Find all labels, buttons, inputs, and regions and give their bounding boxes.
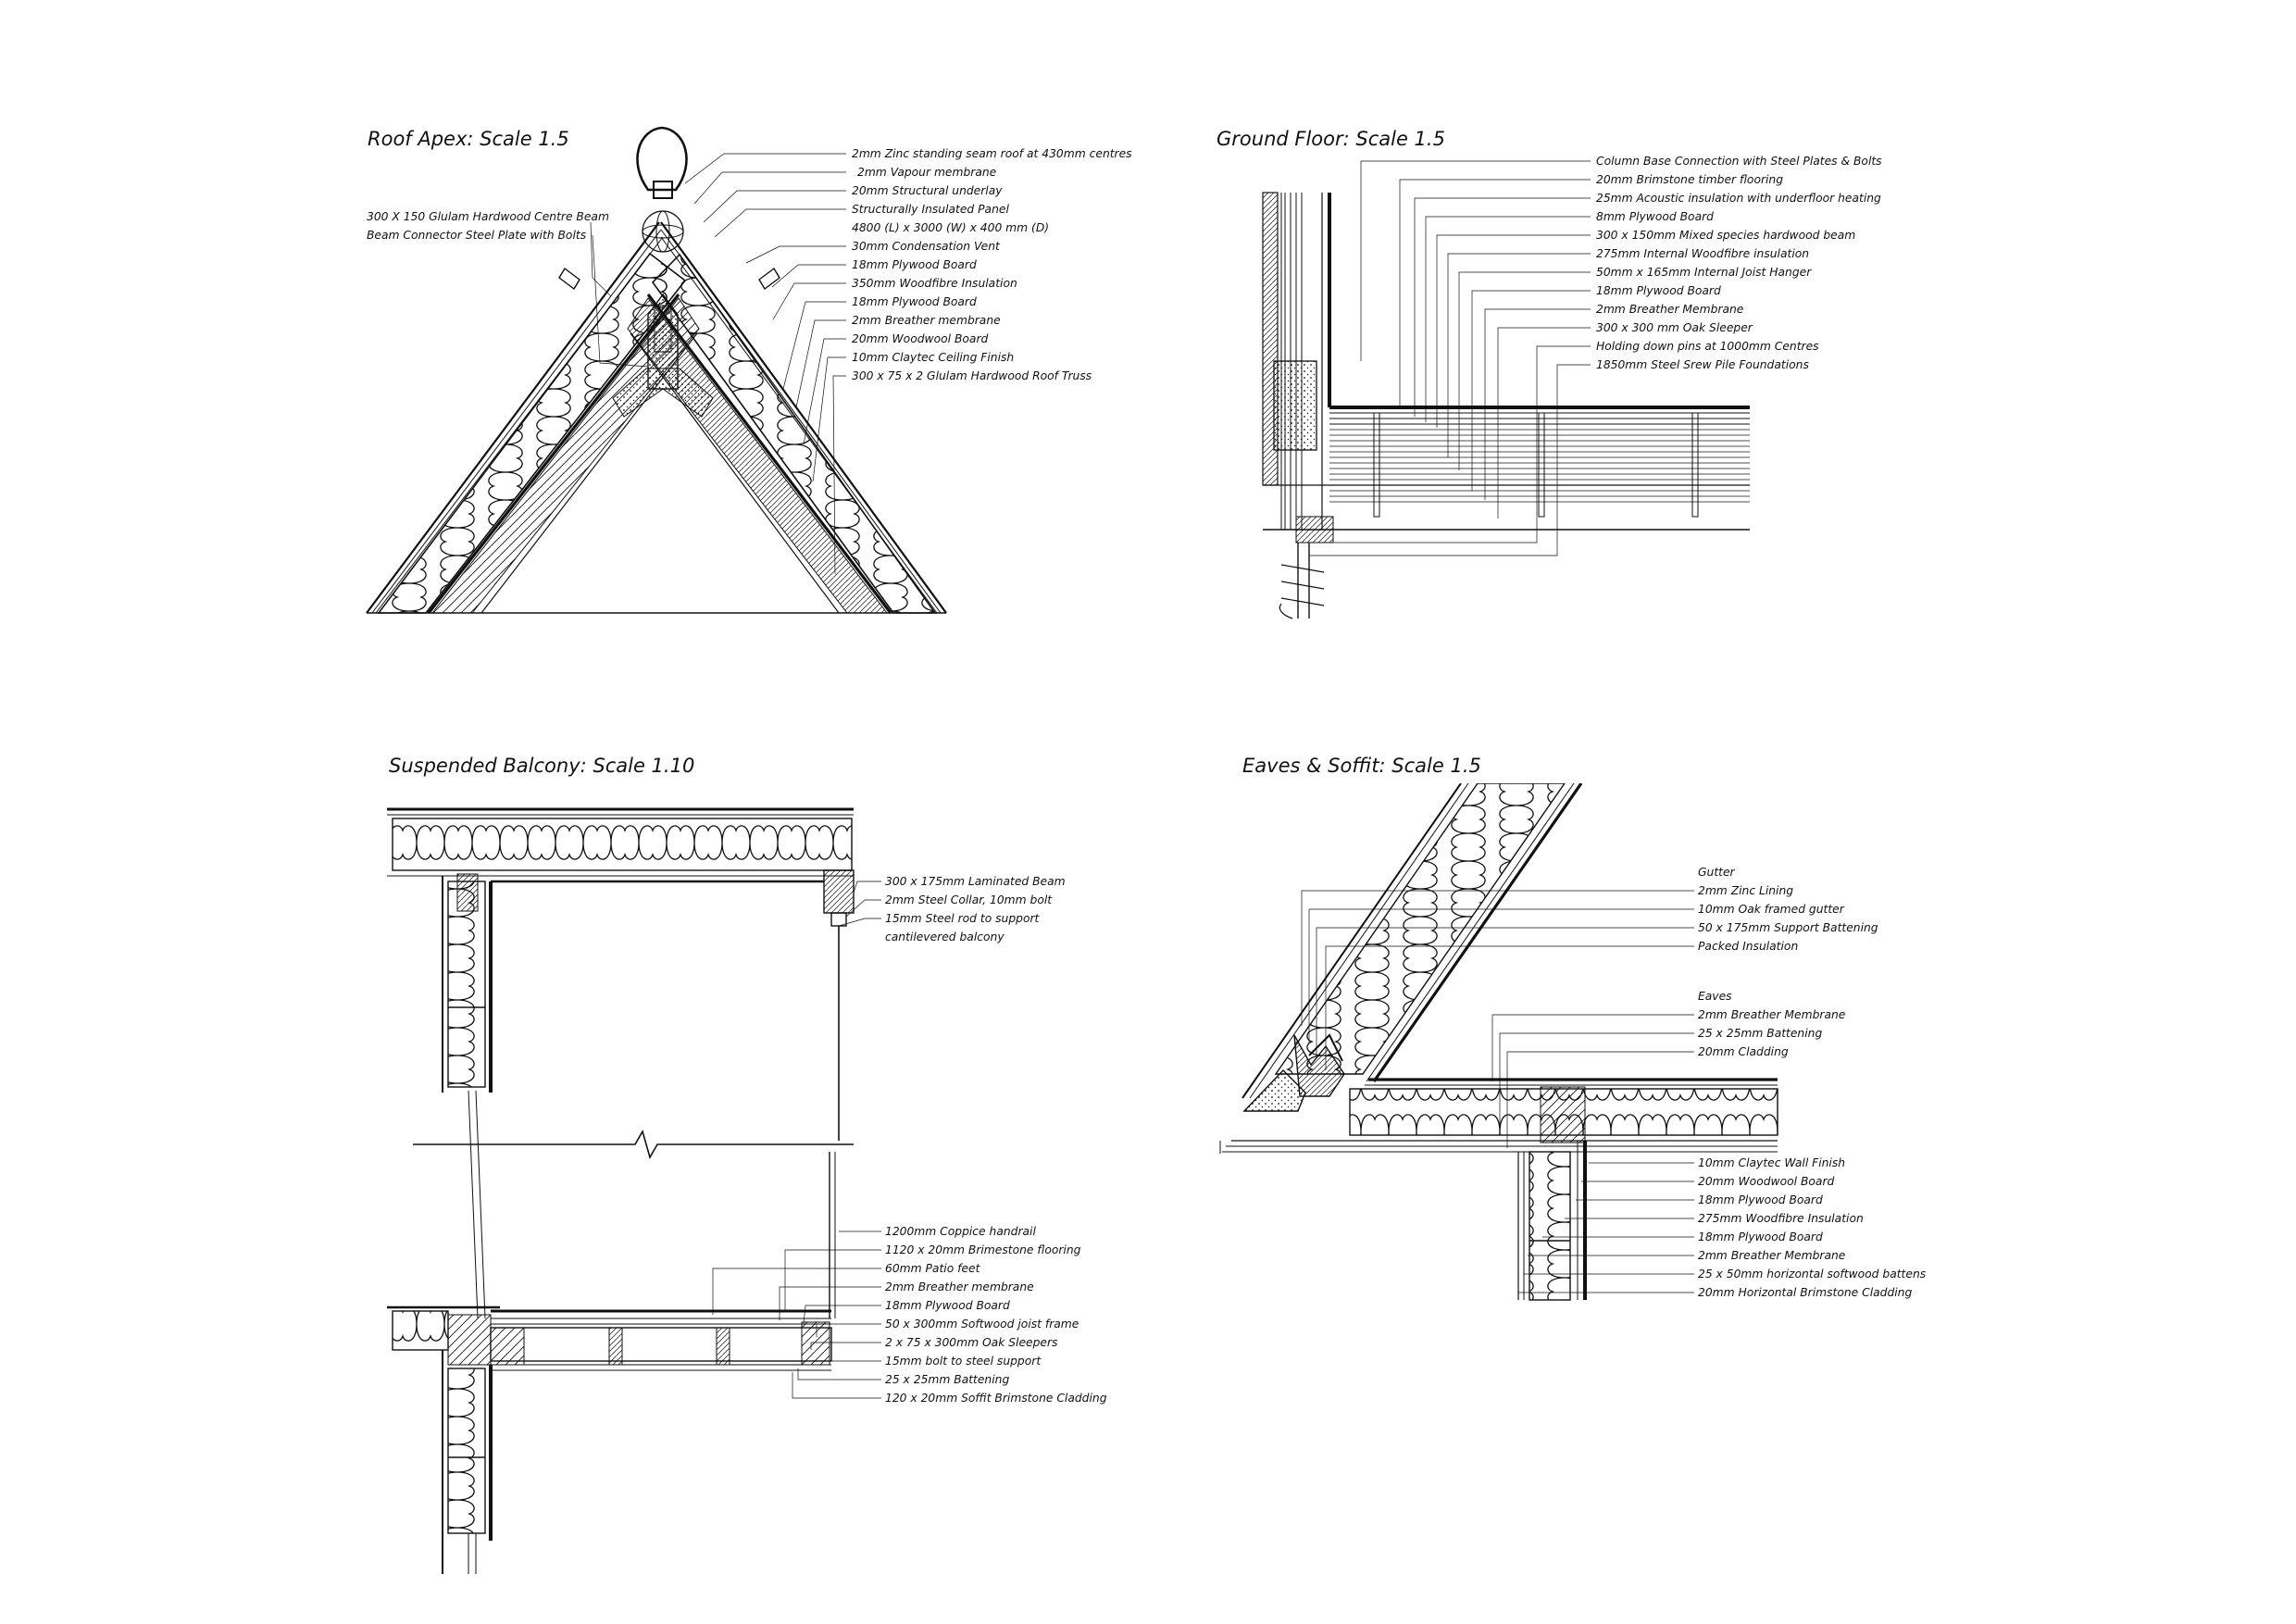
eaves-wall-label-2: 18mm Plywood Board bbox=[1698, 1193, 1823, 1206]
roof-apex-label-4: 4800 (L) x 3000 (W) x 400 mm (D) bbox=[852, 221, 1049, 234]
ground-floor-label-7: 18mm Plywood Board bbox=[1596, 284, 1721, 297]
eaves-wall-label-1: 20mm Woodwool Board bbox=[1698, 1175, 1835, 1188]
eaves-eaves-label-0: 2mm Breather Membrane bbox=[1698, 1008, 1846, 1021]
eaves-gutter-label-1: 10mm Oak framed gutter bbox=[1698, 903, 1845, 916]
eaves-wall-label-6: 25 x 50mm horizontal softwood battens bbox=[1698, 1268, 1927, 1280]
balcony-title: Suspended Balcony: Scale 1.10 bbox=[389, 755, 694, 777]
roof-apex-label-left-1: Beam Connector Steel Plate with Bolts bbox=[367, 229, 587, 242]
eaves-title: Eaves & Soffit: Scale 1.5 bbox=[1242, 755, 1481, 777]
eaves-eaves-label-1: 25 x 25mm Battening bbox=[1698, 1027, 1822, 1040]
eaves-wall-label-4: 18mm Plywood Board bbox=[1698, 1230, 1823, 1243]
roof-apex-label-6: 18mm Plywood Board bbox=[852, 258, 977, 271]
eaves-soffit bbox=[1219, 1078, 1778, 1154]
gutter bbox=[1242, 1033, 1345, 1112]
eaves-detail: Eaves & Soffit: Scale 1.5 bbox=[1219, 755, 1778, 1301]
ground-floor-detail: Ground Floor: Scale 1.5 bbox=[1217, 128, 1750, 619]
ground-floor-label-9: 300 x 300 mm Oak Sleeper bbox=[1596, 321, 1753, 334]
eaves-wall-label-5: 2mm Breather Membrane bbox=[1698, 1249, 1846, 1262]
ground-floor-label-3: 8mm Plywood Board bbox=[1596, 210, 1714, 223]
roof-apex-label-3: Structurally Insulated Panel bbox=[852, 203, 1009, 216]
balcony-label-top-3: cantilevered balcony bbox=[885, 931, 1004, 943]
balcony-label-7: 15mm bolt to steel support bbox=[885, 1355, 1042, 1368]
roof-apex-detail: Roof Apex: Scale 1.5 bbox=[366, 126, 947, 614]
roof-apex-label-0: 2mm Zinc standing seam roof at 430mm cen… bbox=[852, 147, 1132, 160]
eaves-gutter-label-2: 50 x 175mm Support Battening bbox=[1698, 921, 1878, 934]
roof-apex-title: Roof Apex: Scale 1.5 bbox=[368, 128, 569, 150]
ground-floor-label-0: Column Base Connection with Steel Plates… bbox=[1596, 155, 1882, 168]
roof-apex-label-9: 2mm Breather membrane bbox=[852, 314, 1001, 327]
balcony-label-9: 120 x 20mm Soffit Brimstone Cladding bbox=[885, 1392, 1107, 1405]
ground-floor-label-11: 1850mm Steel Srew Pile Foundations bbox=[1596, 358, 1809, 371]
eaves-wall bbox=[1517, 1141, 1587, 1301]
ground-floor-label-8: 2mm Breather Membrane bbox=[1596, 303, 1744, 316]
eaves-leaders bbox=[1301, 890, 1694, 1293]
roof-apex-label-10: 20mm Woodwool Board bbox=[852, 332, 989, 345]
balcony-lower-wall bbox=[442, 1314, 493, 1574]
roof-apex-label-7: 350mm Woodfibre Insulation bbox=[852, 277, 1017, 290]
eaves-gutter-label-3: Packed Insulation bbox=[1698, 940, 1798, 953]
eaves-section bbox=[1242, 783, 1583, 1099]
eaves-wall-label-3: 275mm Woodfibre Insulation bbox=[1698, 1212, 1864, 1225]
ground-floor-label-1: 20mm Brimstone timber flooring bbox=[1596, 173, 1783, 186]
roof-apex-label-11: 10mm Claytec Ceiling Finish bbox=[852, 351, 1014, 364]
roof-apex-label-1: 2mm Vapour membrane bbox=[857, 166, 997, 179]
eaves-eaves-label-2: 20mm Cladding bbox=[1698, 1045, 1789, 1058]
balcony-deck bbox=[387, 1305, 832, 1371]
roof-apex-section bbox=[366, 221, 947, 614]
ground-floor-title: Ground Floor: Scale 1.5 bbox=[1217, 128, 1445, 150]
ridge-cap bbox=[558, 126, 780, 291]
balcony-leaders bbox=[712, 881, 881, 1399]
balcony-upper-wall bbox=[442, 873, 493, 1319]
balcony-label-top-0: 300 x 175mm Laminated Beam bbox=[885, 875, 1066, 888]
centre-beam bbox=[612, 293, 714, 418]
balcony-detail: Suspended Balcony: Scale 1.10 bbox=[387, 755, 881, 1574]
ground-floor-label-6: 50mm x 165mm Internal Joist Hanger bbox=[1596, 266, 1812, 279]
balcony-roof-slab bbox=[387, 807, 855, 927]
roof-apex-label-12: 300 x 75 x 2 Glulam Hardwood Roof Truss bbox=[852, 369, 1092, 382]
balcony-label-5: 50 x 300mm Softwood joist frame bbox=[885, 1318, 1079, 1330]
ground-floor-label-10: Holding down pins at 1000mm Centres bbox=[1596, 340, 1819, 353]
eaves-gutter-heading: Gutter bbox=[1698, 866, 1736, 879]
balcony-label-2: 60mm Patio feet bbox=[885, 1262, 981, 1275]
balcony-label-1: 1120 x 20mm Brimestone flooring bbox=[885, 1243, 1081, 1256]
balcony-label-6: 2 x 75 x 300mm Oak Sleepers bbox=[885, 1336, 1058, 1349]
ground-floor-slab bbox=[1263, 412, 1750, 543]
ground-floor-label-5: 275mm Internal Woodfibre insulation bbox=[1596, 247, 1809, 260]
balcony-label-top-1: 2mm Steel Collar, 10mm bolt bbox=[885, 893, 1053, 906]
roof-apex-leaders bbox=[684, 153, 846, 575]
balcony-label-top-2: 15mm Steel rod to support bbox=[885, 912, 1041, 925]
eaves-gutter-label-0: 2mm Zinc Lining bbox=[1698, 884, 1793, 897]
roof-apex-label-left-0: 300 X 150 Glulam Hardwood Centre Beam bbox=[367, 210, 609, 223]
balcony-label-3: 2mm Breather membrane bbox=[885, 1280, 1034, 1293]
break-line bbox=[413, 1129, 854, 1160]
eaves-wall-label-0: 10mm Claytec Wall Finish bbox=[1698, 1156, 1845, 1169]
eaves-eaves-heading: Eaves bbox=[1698, 990, 1732, 1003]
eaves-wall-label-7: 20mm Horizontal Brimstone Cladding bbox=[1698, 1286, 1912, 1299]
balcony-label-0: 1200mm Coppice handrail bbox=[885, 1225, 1036, 1238]
ground-floor-leaders bbox=[1309, 160, 1591, 556]
ground-floor-label-4: 300 x 150mm Mixed species hardwood beam bbox=[1596, 229, 1855, 242]
balcony-label-4: 18mm Plywood Board bbox=[885, 1299, 1010, 1312]
roof-apex-label-5: 30mm Condensation Vent bbox=[852, 240, 1001, 253]
roof-apex-label-2: 20mm Structural underlay bbox=[852, 184, 1003, 197]
screw-pile bbox=[1279, 543, 1325, 619]
balcony-label-8: 25 x 25mm Battening bbox=[885, 1373, 1009, 1386]
ground-floor-label-2: 25mm Acoustic insulation with underfloor… bbox=[1596, 192, 1881, 205]
roof-apex-label-8: 18mm Plywood Board bbox=[852, 295, 977, 308]
